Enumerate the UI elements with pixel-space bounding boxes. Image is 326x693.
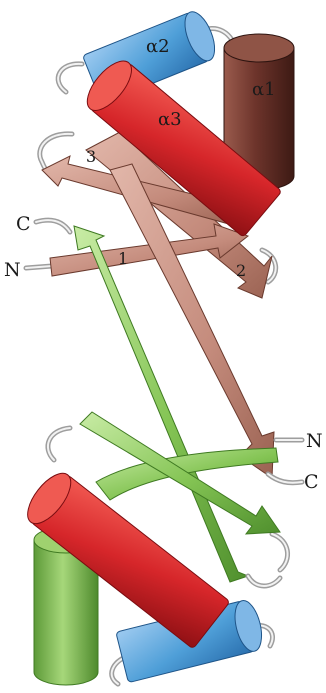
label-alpha1: α1 bbox=[252, 79, 276, 100]
label-strand-2: 2 bbox=[236, 261, 246, 280]
label-top-c-terminus: C bbox=[16, 213, 31, 235]
label-alpha3: α3 bbox=[158, 109, 182, 130]
label-strand-1: 1 bbox=[118, 249, 128, 268]
label-top-n-terminus: N bbox=[4, 259, 21, 281]
label-mid-n-terminus: N bbox=[306, 430, 323, 452]
label-strand-3: 3 bbox=[86, 147, 96, 166]
label-mid-c-terminus: C bbox=[304, 471, 319, 493]
label-alpha2: α2 bbox=[146, 36, 170, 57]
